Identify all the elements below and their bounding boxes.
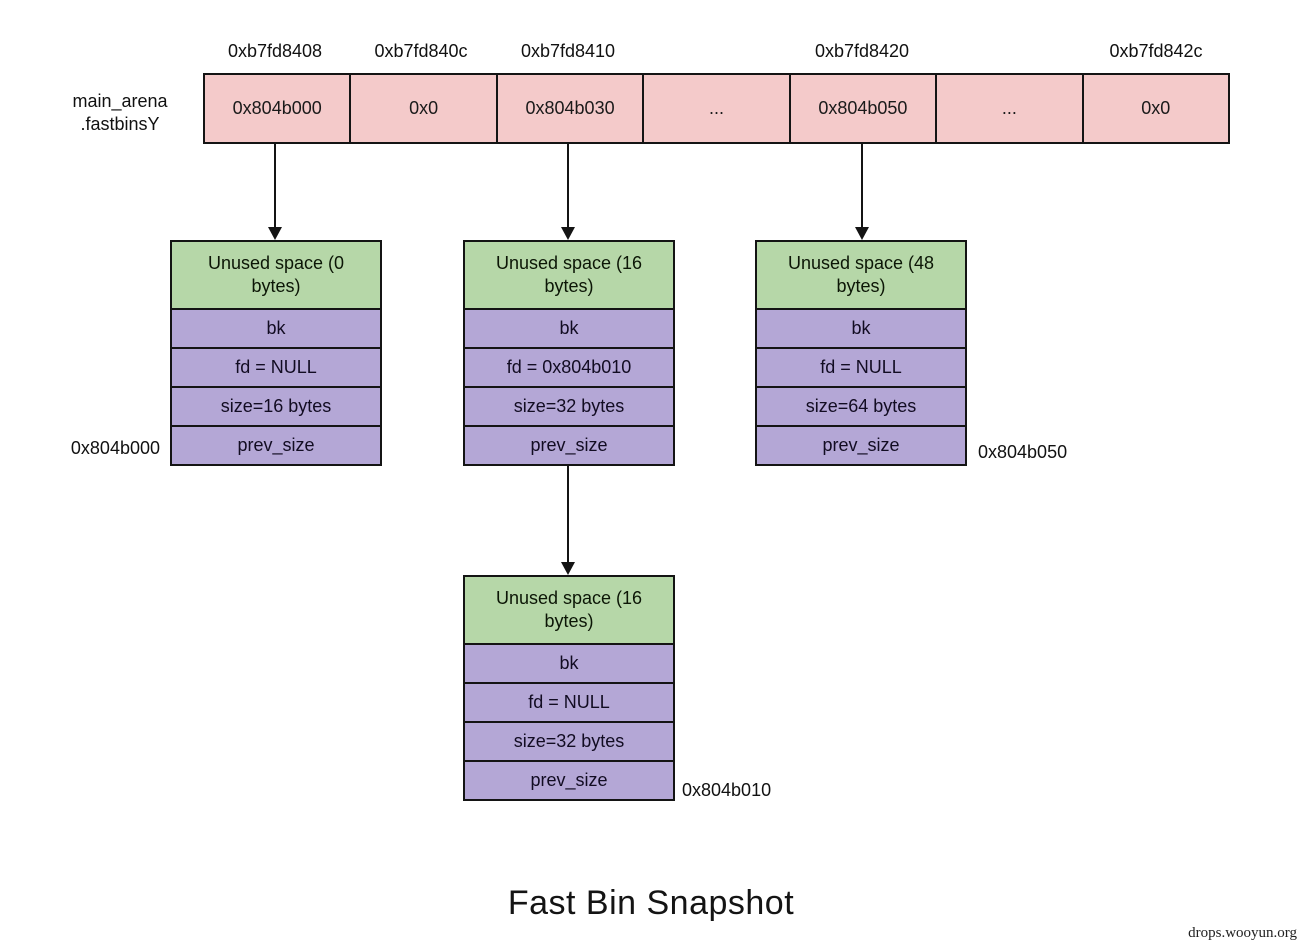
chunk-unused-space: Unused space (16 bytes): [465, 242, 673, 308]
chunk-row-fd: fd = NULL: [757, 347, 965, 386]
arrow-to-chunk-804b000: [274, 144, 276, 227]
chunk-address-804b000: 0x804b000: [70, 438, 160, 458]
address-label-0: 0xb7fd8408: [227, 41, 323, 61]
address-label-3: 0xb7fd8420: [814, 41, 910, 61]
chunk-row-prev-size: prev_size: [465, 760, 673, 799]
address-label-2: 0xb7fd8410: [520, 41, 616, 61]
chunk-row-prev-size: prev_size: [465, 425, 673, 464]
chunk-row-prev-size: prev_size: [757, 425, 965, 464]
fastbin-cell-4: 0x804b050: [788, 75, 936, 142]
arena-label: main_arena .fastbinsY: [45, 90, 195, 136]
chunk-row-fd: fd = NULL: [172, 347, 380, 386]
chunk-address-804b050: 0x804b050: [978, 442, 1068, 462]
arrowhead-to-chunk-804b030: [561, 227, 575, 240]
arrow-to-chunk-804b050: [861, 144, 863, 227]
arena-label-line1: main_arena: [72, 91, 168, 111]
chunk-row-prev-size: prev_size: [172, 425, 380, 464]
chunk-row-bk: bk: [172, 308, 380, 347]
chunk-804b000: Unused space (0 bytes) bk fd = NULL size…: [170, 240, 382, 466]
chunk-row-size: size=16 bytes: [172, 386, 380, 425]
diagram-title: Fast Bin Snapshot: [507, 884, 795, 922]
fastbins-array: 0x804b000 0x0 0x804b030 ... 0x804b050 ..…: [203, 73, 1230, 144]
chunk-row-size: size=32 bytes: [465, 721, 673, 760]
chunk-row-size: size=64 bytes: [757, 386, 965, 425]
chunk-row-fd: fd = NULL: [465, 682, 673, 721]
chunk-unused-space: Unused space (0 bytes): [172, 242, 380, 308]
arrowhead-to-chunk-804b000: [268, 227, 282, 240]
fastbin-cell-2: 0x804b030: [495, 75, 643, 142]
fastbin-cell-3: ...: [642, 75, 789, 142]
chunk-address-804b010: 0x804b010: [682, 780, 772, 800]
chunk-row-bk: bk: [465, 643, 673, 682]
watermark-text: drops.wooyun.org: [1188, 925, 1297, 941]
arena-label-line2: .fastbinsY: [80, 114, 160, 134]
chunk-804b030: Unused space (16 bytes) bk fd = 0x804b01…: [463, 240, 675, 466]
chunk-unused-space: Unused space (48 bytes): [757, 242, 965, 308]
fastbin-cell-5: ...: [935, 75, 1082, 142]
chunk-row-fd: fd = 0x804b010: [465, 347, 673, 386]
chunk-row-size: size=32 bytes: [465, 386, 673, 425]
chunk-unused-space: Unused space (16 bytes): [465, 577, 673, 643]
address-label-1: 0xb7fd840c: [374, 41, 468, 61]
fastbin-cell-1: 0x0: [349, 75, 496, 142]
chunk-row-bk: bk: [757, 308, 965, 347]
chunk-row-bk: bk: [465, 308, 673, 347]
fastbin-cell-6: 0x0: [1081, 75, 1228, 142]
arrowhead-to-chunk-804b050: [855, 227, 869, 240]
fastbin-cell-0: 0x804b000: [205, 75, 350, 142]
chunk-804b050: Unused space (48 bytes) bk fd = NULL siz…: [755, 240, 967, 466]
arrow-fd-to-chunk-804b010: [567, 466, 569, 562]
chunk-804b010: Unused space (16 bytes) bk fd = NULL siz…: [463, 575, 675, 801]
arrow-to-chunk-804b030: [567, 144, 569, 227]
arrowhead-fd-to-chunk-804b010: [561, 562, 575, 575]
address-label-4: 0xb7fd842c: [1109, 41, 1203, 61]
